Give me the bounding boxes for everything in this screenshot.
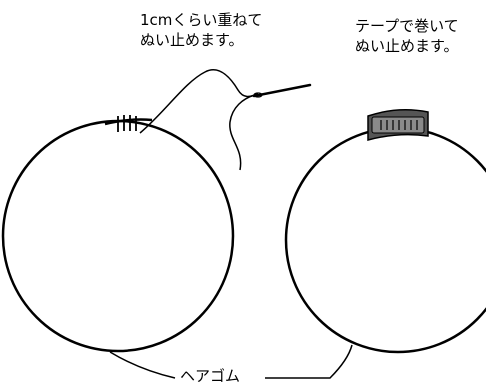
tape-wrap-icon [367, 109, 429, 141]
caption-sewn-overlap-line2: ぬい止めます。 [140, 31, 244, 49]
left-elastic-ring [1, 119, 235, 353]
caption-taped: テープで巻いて ぬい止めます。 [355, 16, 459, 56]
label-hair-elastic: ヘアゴム [180, 367, 241, 385]
left-hair-elastic [1, 115, 235, 353]
caption-sewn-overlap: 1cmくらい重ねて ぬい止めます。 [140, 10, 262, 50]
needle-icon [252, 83, 312, 98]
stitches [117, 115, 137, 132]
caption-taped-line1: テープで巻いて [355, 17, 459, 35]
right-elastic-ring [284, 126, 486, 354]
label-pointer-lines [109, 344, 353, 379]
thread-icon [139, 69, 259, 171]
caption-taped-line2: ぬい止めます。 [355, 37, 459, 55]
caption-sewn-overlap-line1: 1cmくらい重ねて [140, 11, 263, 29]
right-hair-elastic [284, 109, 486, 354]
